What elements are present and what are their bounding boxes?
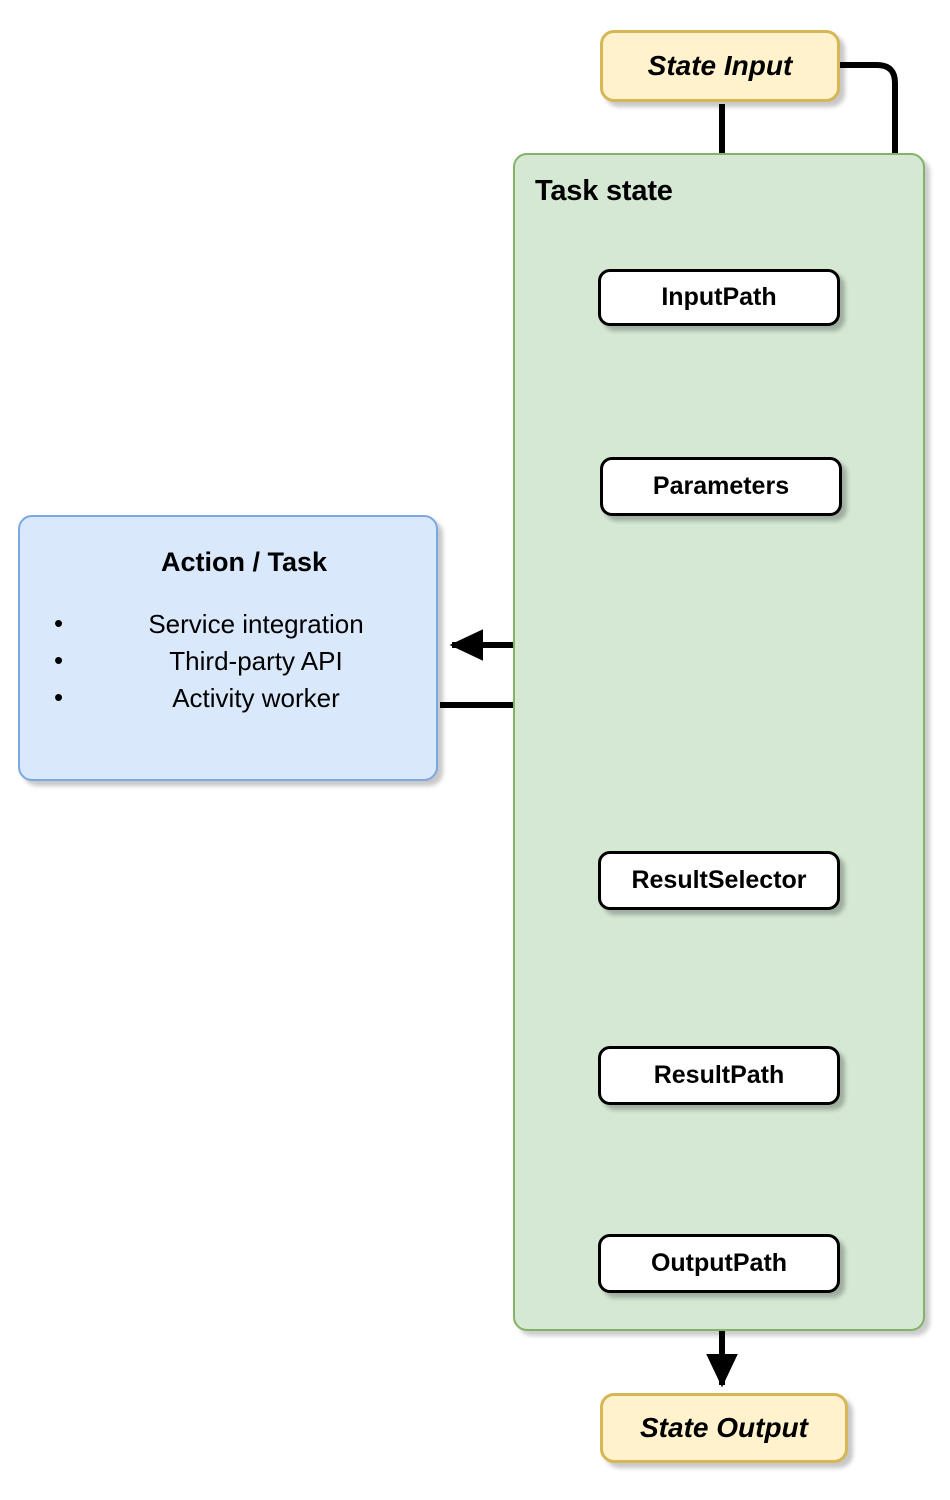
output-path-label: OutputPath [650,1249,788,1277]
parameters-label: Parameters [652,472,790,500]
node-state-input[interactable]: State Input [600,30,840,102]
node-result-selector[interactable]: ResultSelector [598,851,840,910]
node-input-path[interactable]: InputPath [598,269,840,326]
task-state-label: Task state [535,175,673,207]
result-path-label: ResultPath [653,1061,785,1089]
list-item: Third-party API [52,642,436,680]
node-result-path[interactable]: ResultPath [598,1046,840,1105]
state-input-label: State Input [647,50,793,81]
state-output-label: State Output [640,1412,808,1443]
input-path-label: InputPath [661,283,777,311]
task-state-container: Task state [513,153,925,1331]
node-parameters[interactable]: Parameters [600,457,842,516]
node-output-path[interactable]: OutputPath [598,1234,840,1293]
result-selector-label: ResultSelector [631,866,807,894]
node-state-output[interactable]: State Output [600,1393,848,1463]
list-item: Activity worker [52,679,436,717]
action-task-list: Service integration Third-party API Acti… [52,605,436,717]
action-task-title: Action / Task [160,547,328,577]
list-item: Service integration [52,605,436,643]
node-action-task[interactable]: Action / Task Service integration Third-… [18,515,438,781]
